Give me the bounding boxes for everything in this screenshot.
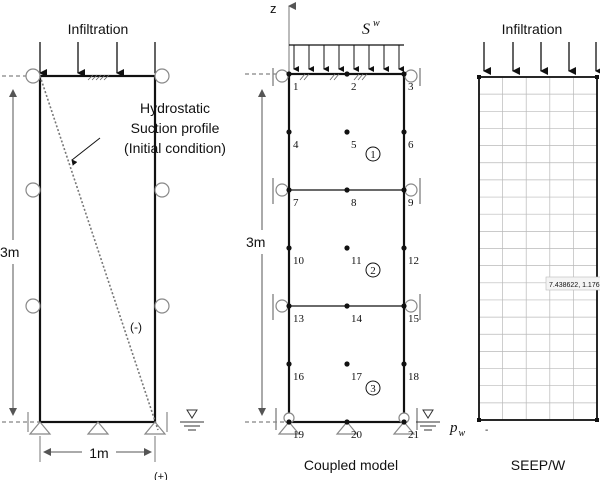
- mesh-node-label: 1: [293, 81, 299, 93]
- pressure-subscript: w: [459, 428, 466, 439]
- mesh-node-dot: [401, 361, 407, 367]
- mesh-node-dot: [286, 303, 292, 309]
- mesh-node-label: 11: [351, 255, 362, 267]
- profile-label-line1: Hydrostatic: [140, 100, 210, 116]
- ground-hatch-a: [87, 74, 110, 81]
- mesh-node-label: 12: [408, 255, 419, 267]
- mesh-node-dot: [344, 245, 350, 251]
- element-number-circle: [365, 380, 381, 396]
- mesh-node-dot: [286, 361, 292, 367]
- height-label-bg-b: [244, 230, 272, 254]
- bottom-supports-b: [277, 421, 416, 435]
- panel-initial-condition: Infiltration: [0, 21, 226, 480]
- mesh-node-dot: [344, 71, 350, 77]
- mesh-node-dot: [344, 129, 350, 135]
- ground-hatch-b: [299, 73, 368, 81]
- seepw-corner-mark: -: [485, 425, 488, 436]
- width-label-a: 1m: [89, 445, 108, 461]
- coordinate-tooltip: 7.438622, 1.176: [545, 276, 600, 291]
- element-number-circle: [365, 262, 381, 278]
- height-label-b: 3m: [246, 234, 265, 250]
- infiltration-label-a: Infiltration: [68, 21, 129, 37]
- element-number-label: 1: [370, 149, 376, 161]
- height-label-a: 3m: [0, 244, 19, 260]
- mesh-node-label: 6: [408, 139, 414, 151]
- flux-superscript: w: [373, 18, 380, 29]
- mesh-node-label: 15: [408, 313, 420, 325]
- seepw-caption: SEEP/W: [511, 457, 566, 473]
- mesh-node-dot: [344, 187, 350, 193]
- mesh-node-dot: [344, 361, 350, 367]
- side-rollers-a: [25, 68, 170, 314]
- element-number-label: 2: [370, 265, 376, 277]
- element-number-circle: [365, 146, 381, 162]
- infiltration-arrows-a: [39, 42, 162, 77]
- mesh-node-label: 8: [351, 197, 357, 209]
- mesh-node-label: 18: [408, 371, 420, 383]
- mesh-node-dot: [401, 419, 407, 425]
- mesh-node-label: 4: [293, 139, 299, 151]
- mesh-node-label: 13: [293, 313, 305, 325]
- mesh-node-dot: [286, 419, 292, 425]
- flux-load-arrows: [293, 45, 404, 72]
- mesh-node-label: 16: [293, 371, 305, 383]
- mesh-node-label: 2: [351, 81, 357, 93]
- mesh-node-label: 5: [351, 139, 357, 151]
- mesh-node-dot: [286, 129, 292, 135]
- profile-pointer-arrow: [71, 137, 101, 166]
- element-number-label: 3: [370, 383, 376, 395]
- mesh-node-dot: [401, 129, 407, 135]
- coupled-model-caption: Coupled model: [304, 457, 398, 473]
- water-table-icon-b: [416, 409, 440, 431]
- infiltration-arrows-c: [483, 42, 600, 75]
- mesh-node-dot: [401, 71, 407, 77]
- side-guides-b: [272, 68, 421, 430]
- seepw-column-outline: [478, 76, 598, 421]
- negative-sign-label: (-): [130, 320, 142, 334]
- mesh-node-label: 14: [351, 313, 363, 325]
- seepw-mesh-grid: [479, 77, 597, 420]
- mesh-node-label: 7: [293, 197, 299, 209]
- mesh-node-dot: [401, 245, 407, 251]
- mesh-node-label: 19: [293, 429, 305, 441]
- mesh-node-label: 9: [408, 197, 414, 209]
- infiltration-label-c: Infiltration: [502, 21, 563, 37]
- width-label-bg-a: [82, 442, 116, 462]
- mesh-node-label: 3: [408, 81, 414, 93]
- profile-label-line3: (Initial condition): [124, 140, 226, 156]
- coordinate-tooltip-text: 7.438622, 1.176: [549, 282, 600, 289]
- panel-seepw: Infiltration - 7.438622, 1.176 SEEP/W: [477, 21, 600, 473]
- mesh-node-dot: [401, 187, 407, 193]
- positive-sign-label: (+): [154, 471, 168, 480]
- mesh-node-dot: [344, 419, 350, 425]
- seepw-corner-points: [477, 75, 599, 422]
- mesh-node-label: 10: [293, 255, 305, 267]
- mesh-node-dot: [344, 303, 350, 309]
- height-label-bg-a: [0, 240, 26, 264]
- pressure-label: pw: [449, 420, 466, 439]
- mesh-elements: 1 2 3: [365, 146, 381, 396]
- mesh-node-label: 17: [351, 371, 363, 383]
- bottom-supports-a: [27, 412, 168, 435]
- flux-symbol: S: [362, 21, 370, 38]
- mesh-node-dot: [286, 245, 292, 251]
- mesh-node-label: 21: [408, 429, 419, 441]
- z-axis-label: z: [270, 1, 277, 16]
- mesh-node-dot: [286, 71, 292, 77]
- mesh-node-dot: [401, 303, 407, 309]
- mesh-node-dot: [286, 187, 292, 193]
- profile-label-line2: Suction profile: [131, 120, 220, 136]
- mesh-node-label: 20: [351, 429, 363, 441]
- water-table-icon: [180, 409, 204, 431]
- pressure-symbol: p: [449, 420, 458, 436]
